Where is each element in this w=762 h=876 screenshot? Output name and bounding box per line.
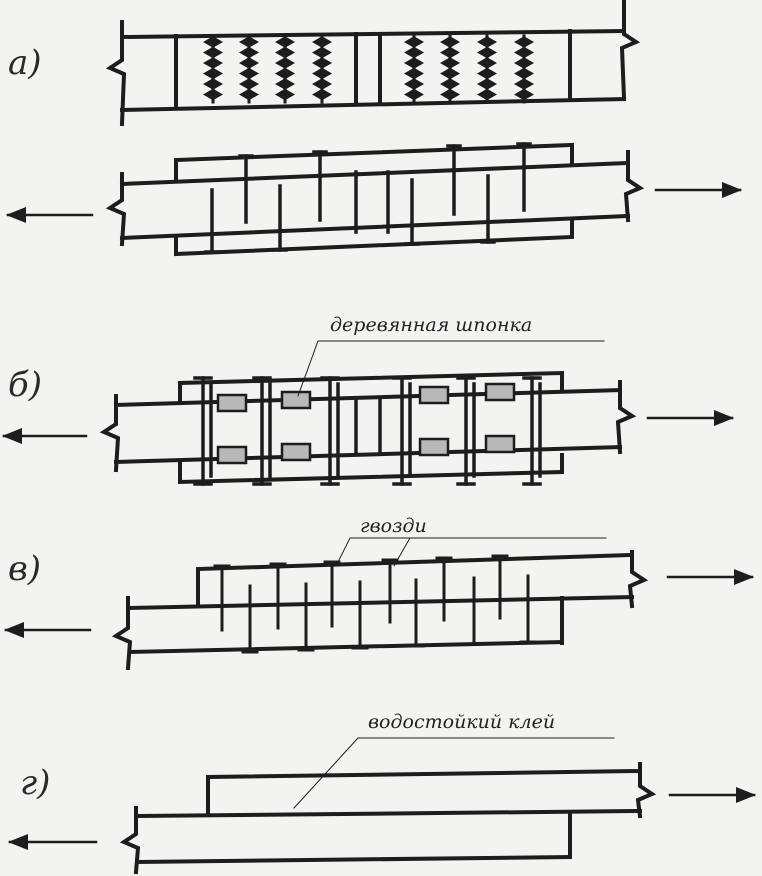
panel-a-bolted-joint (6, 142, 742, 257)
spike-tooth (311, 57, 333, 69)
spike-tooth (238, 46, 260, 59)
break-line-icon (111, 596, 133, 671)
wooden-dowel (418, 437, 450, 457)
wooden-dowel (484, 382, 516, 402)
spike-tooth (311, 78, 333, 90)
break-line-icon (99, 394, 121, 473)
spike-tooth (439, 78, 461, 90)
spike-tooth (403, 67, 425, 80)
break-line-icon (105, 172, 127, 247)
callout-wooden-dowel: деревянная шпонка (330, 314, 533, 336)
spike-tooth (513, 88, 535, 101)
spike-tooth (513, 67, 535, 80)
spike-tooth (274, 36, 296, 48)
spike-tooth (274, 88, 296, 101)
break-line-icon (105, 20, 127, 127)
spike-tooth (202, 88, 224, 101)
spike-tooth (476, 36, 498, 48)
spike-tooth (439, 88, 461, 101)
spike-tooth (403, 36, 425, 48)
spike-tooth (513, 36, 535, 48)
spike-tooth (476, 46, 498, 59)
spike-tooth (476, 88, 498, 101)
break-line-icon (635, 762, 657, 819)
wooden-dowel (216, 393, 248, 413)
panel-label-b: б) (8, 365, 43, 405)
spike-tooth (439, 36, 461, 48)
spike-tooth (311, 46, 333, 59)
spike-tooth (403, 88, 425, 101)
spike-tooth (274, 78, 296, 90)
spike-tooth (439, 46, 461, 59)
spike-tooth (202, 57, 224, 69)
spike-tooth (311, 67, 333, 80)
spike-tooth (202, 36, 224, 48)
spike-tooth (513, 78, 535, 90)
wooden-dowel (484, 434, 516, 454)
break-line-icon (619, 0, 641, 101)
spike-tooth (238, 88, 260, 101)
spike-tooth (403, 57, 425, 69)
break-line-icon (615, 380, 637, 455)
panel-v-nailed-joint (4, 537, 754, 671)
spike-tooth (476, 57, 498, 69)
spike-tooth (238, 36, 260, 48)
callout-nails: гвозди (360, 515, 427, 537)
spike-tooth (238, 57, 260, 69)
break-line-icon (119, 806, 141, 875)
spike-tooth (311, 88, 333, 101)
spike-tooth (274, 57, 296, 69)
spike-tooth (403, 46, 425, 59)
spike-tooth (403, 78, 425, 90)
spike-tooth (311, 36, 333, 48)
spike-tooth (202, 46, 224, 59)
spike-tooth (274, 46, 296, 59)
panel-b-dowel-joint (2, 340, 734, 486)
spike-tooth (439, 57, 461, 69)
spike-tooth (202, 78, 224, 90)
spike-tooth (202, 67, 224, 80)
callout-waterproof-glue: водостойкий клей (368, 711, 556, 733)
panel-a-toothed-plate (105, 0, 641, 127)
break-line-icon (627, 550, 649, 609)
wooden-dowel (280, 390, 312, 410)
wooden-dowel (216, 445, 248, 465)
spike-tooth (439, 67, 461, 80)
panel-label-g: г) (20, 763, 51, 803)
spike-tooth (476, 78, 498, 90)
panel-label-v: в) (8, 549, 42, 589)
spike-tooth (238, 78, 260, 90)
wooden-dowel (418, 385, 450, 405)
spike-tooth (274, 67, 296, 80)
panel-label-a: а) (8, 43, 42, 83)
panel-g-glued-joint (8, 737, 756, 875)
spike-tooth (513, 46, 535, 59)
spike-tooth (513, 57, 535, 69)
spike-tooth (476, 67, 498, 80)
wooden-dowel (280, 442, 312, 462)
break-line-icon (623, 150, 645, 223)
spike-tooth (238, 67, 260, 80)
